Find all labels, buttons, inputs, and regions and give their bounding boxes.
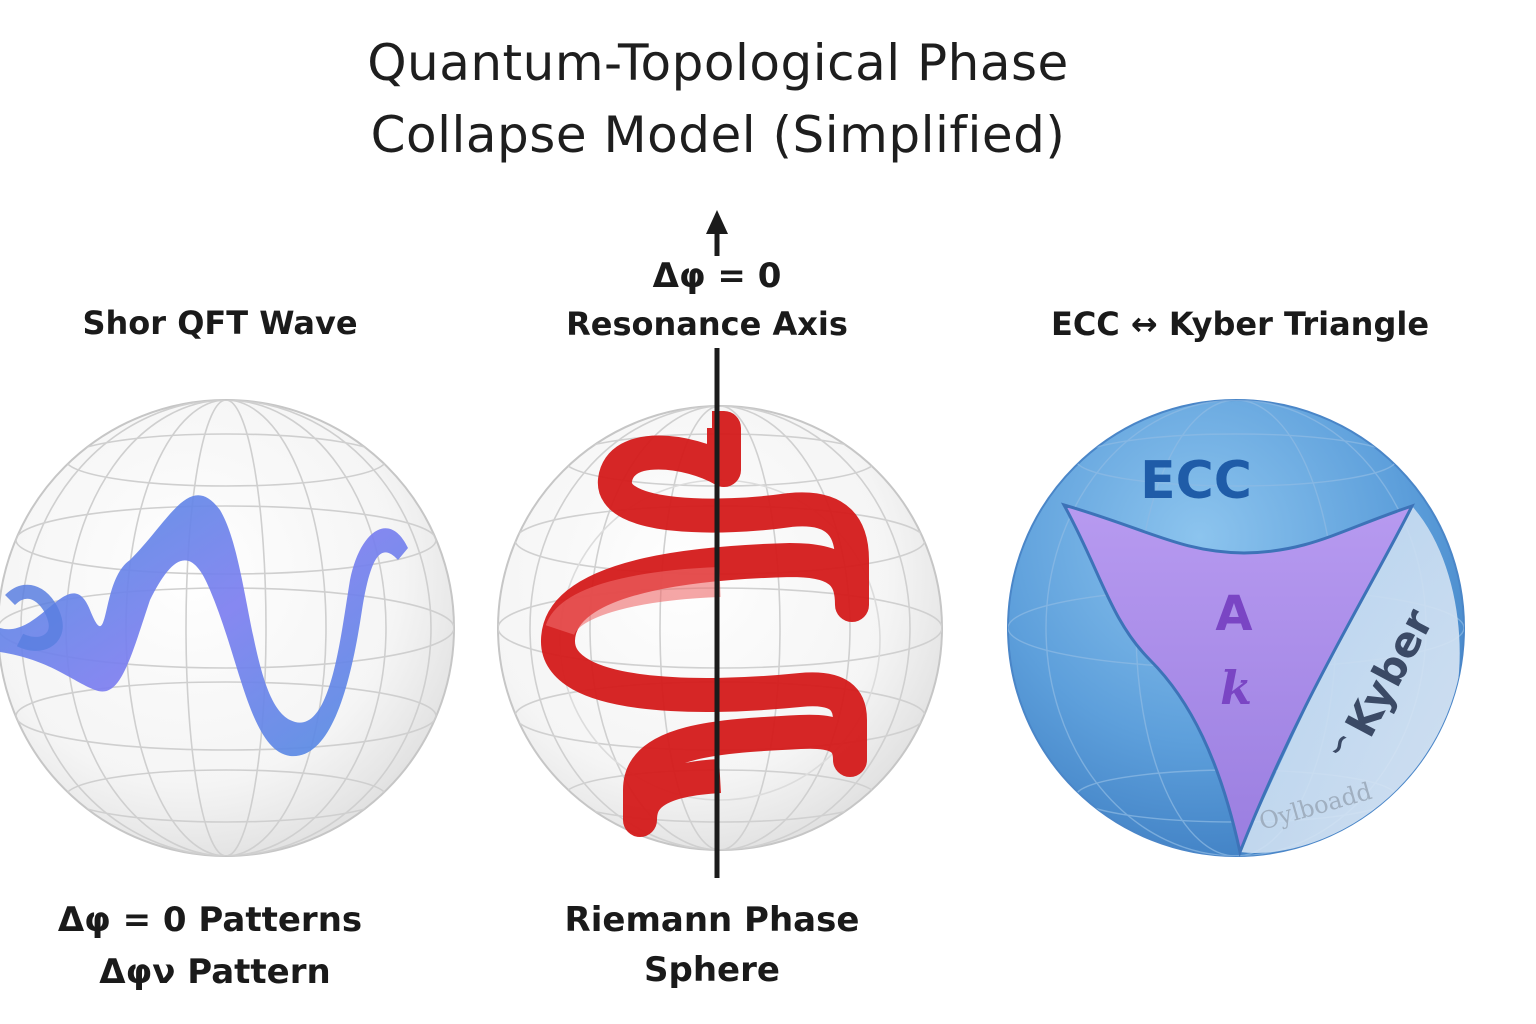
kyber-region: [1240, 506, 1460, 853]
up-arrow-icon: [706, 210, 728, 256]
triangle-label-k: k: [1220, 661, 1252, 715]
right-heading: ECC ↔ Kyber Triangle: [1050, 305, 1430, 343]
diagram-title-line1: Quantum-Topological Phase: [367, 34, 1069, 92]
center-caption-line2: Sphere: [644, 950, 780, 990]
resonance-helix-ribbon: [541, 411, 869, 837]
center-caption-line1: Riemann Phase: [564, 900, 860, 940]
riemann-phase-sphere: [497, 348, 943, 878]
left-caption-line2: Δφν Pattern: [99, 952, 331, 992]
ecc-label: ECC: [1140, 451, 1252, 511]
axis-label-top: Δφ = 0: [652, 256, 782, 296]
ecc-kyber-triangle: [1060, 502, 1415, 858]
left-heading: Shor QFT Wave: [82, 304, 358, 342]
diagram-title-line2: Collapse Model (Simplified): [370, 106, 1066, 164]
axis-label: Resonance Axis: [566, 305, 848, 343]
left-caption-line1: Δφ = 0 Patterns: [57, 900, 363, 940]
left-glass-sphere: [0, 399, 455, 857]
ecc-kyber-sphere: [1007, 399, 1465, 858]
shor-qft-wave-ribbon: [0, 495, 408, 757]
triangle-label-a: A: [1215, 586, 1252, 642]
